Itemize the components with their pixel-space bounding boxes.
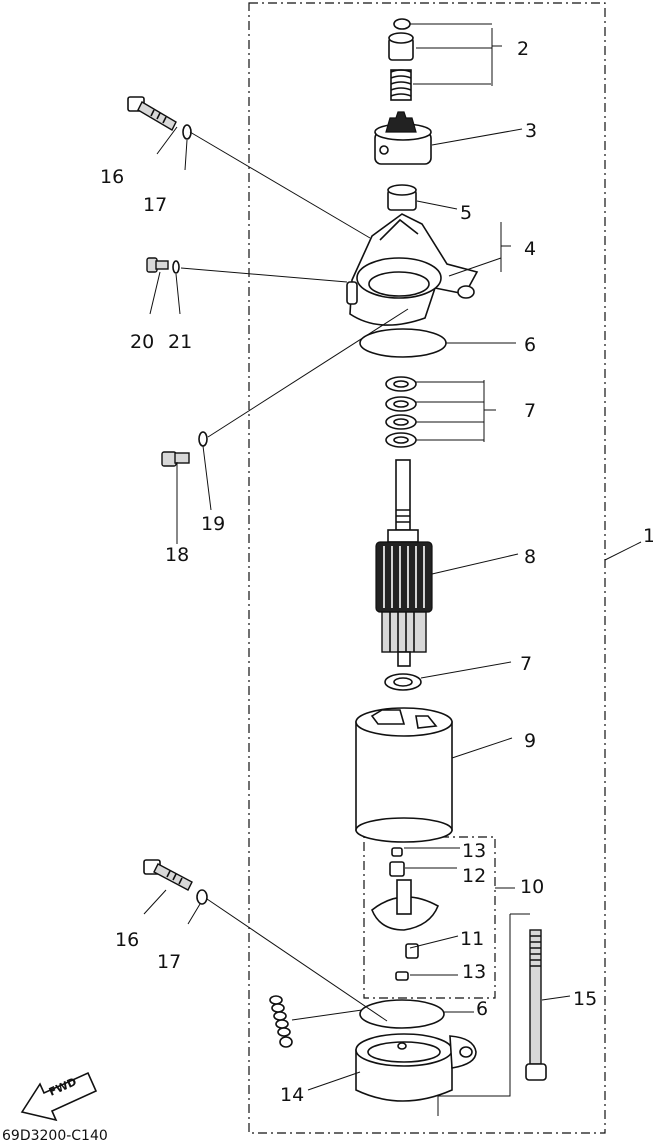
brush-holder bbox=[371, 847, 440, 981]
o-ring-lower bbox=[359, 999, 445, 1029]
callout-20: 20 bbox=[130, 331, 154, 353]
callout-8: 8 bbox=[524, 546, 536, 568]
washer-21 bbox=[172, 260, 180, 274]
o-ring-upper bbox=[359, 328, 447, 358]
callout-19: 19 bbox=[201, 513, 225, 535]
callout-6-top: 6 bbox=[524, 334, 536, 356]
callout-17-bottom: 17 bbox=[157, 951, 181, 973]
reference-code: 69D3200-C140 bbox=[2, 1128, 108, 1142]
bolt-16-bottom bbox=[143, 859, 193, 891]
bushing bbox=[387, 184, 417, 211]
washer-17-top bbox=[182, 124, 192, 140]
bolt-18 bbox=[161, 451, 190, 467]
yoke bbox=[355, 707, 453, 843]
callout-9: 9 bbox=[524, 730, 536, 752]
callout-5: 5 bbox=[460, 202, 472, 224]
callout-16-bottom: 16 bbox=[115, 929, 139, 951]
washer-17-bottom bbox=[196, 889, 208, 905]
leader-lines bbox=[143, 23, 642, 1116]
through-bolt bbox=[525, 929, 547, 1081]
washer-lower bbox=[384, 673, 422, 691]
callout-6-bottom: 6 bbox=[476, 998, 488, 1020]
callout-10: 10 bbox=[520, 876, 544, 898]
callout-labels: 2 3 5 4 6 7 1 8 7 9 13 12 10 11 13 15 6 … bbox=[100, 38, 653, 1106]
callout-1: 1 bbox=[643, 525, 653, 547]
bolt-16-top bbox=[127, 96, 177, 131]
armature bbox=[375, 459, 433, 667]
terminal-nut-set bbox=[269, 995, 293, 1048]
callout-7-bottom: 7 bbox=[520, 653, 532, 675]
callout-21: 21 bbox=[168, 331, 192, 353]
callout-13-bottom: 13 bbox=[462, 961, 486, 983]
washer-19 bbox=[198, 431, 208, 447]
callout-7-top: 7 bbox=[524, 400, 536, 422]
pinion-stopper-parts bbox=[388, 18, 414, 101]
upper-bracket bbox=[346, 213, 479, 326]
washer-stack bbox=[385, 376, 417, 448]
callout-12: 12 bbox=[462, 865, 486, 887]
pinion-gear bbox=[374, 111, 432, 165]
callout-18: 18 bbox=[165, 544, 189, 566]
callout-4: 4 bbox=[524, 238, 536, 260]
lower-bracket bbox=[355, 1033, 477, 1102]
callout-2: 2 bbox=[517, 38, 529, 60]
callout-13-top: 13 bbox=[462, 840, 486, 862]
fwd-arrow: FWD bbox=[20, 1071, 98, 1122]
callout-17-top: 17 bbox=[143, 194, 167, 216]
callout-3: 3 bbox=[525, 120, 537, 142]
callout-15: 15 bbox=[573, 988, 597, 1010]
callout-16-top: 16 bbox=[100, 166, 124, 188]
callout-11: 11 bbox=[460, 928, 484, 950]
assembly-boundary bbox=[248, 2, 606, 1134]
bolt-20 bbox=[146, 257, 169, 273]
callout-14: 14 bbox=[280, 1084, 304, 1106]
